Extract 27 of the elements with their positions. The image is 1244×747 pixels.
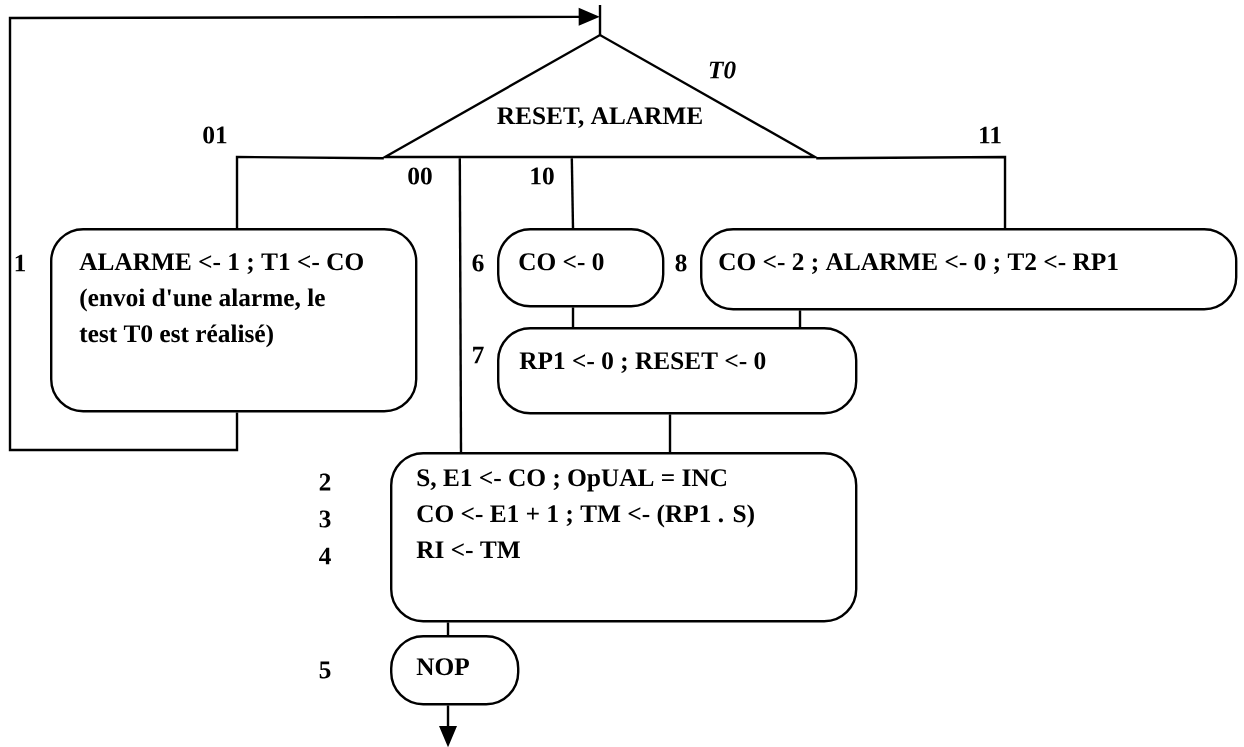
step-number: 5: [319, 661, 331, 679]
connector: [458, 158, 463, 452]
process-box: S, E1 <- CO ; OpUAL = INC CO <- E1 + 1 ; TM <- (RP1 . S) RI <- TM: [390, 452, 858, 623]
connector: [571, 307, 575, 327]
edge-label: 10: [528, 166, 556, 186]
connector: [798, 310, 802, 327]
process-box: ALARME <- 1 ; T1 <- CO (envoi d'une alarme, le test T0 est réalisé): [50, 228, 418, 413]
step-number: 4: [319, 547, 331, 565]
edge-label: 11: [976, 125, 1004, 145]
connector: [446, 622, 450, 635]
process-box: NOP: [390, 635, 520, 706]
process-box: RP1 <- 0 ; RESET <- 0: [497, 327, 858, 415]
step-number: 8: [675, 254, 687, 272]
connector: [235, 155, 384, 228]
edge-label: 00: [406, 166, 434, 186]
step-number: 2: [319, 473, 331, 491]
step-number: 6: [472, 254, 484, 272]
step-number: 7: [473, 346, 484, 364]
condition-label: T0: [709, 61, 736, 79]
step-number: 3: [319, 510, 331, 528]
edge-label: 01: [201, 125, 229, 145]
process-box: CO <- 2 ; ALARME <- 0 ; T2 <- RP1: [700, 228, 1238, 311]
step-number: 1: [15, 254, 26, 272]
connector: [570, 158, 575, 229]
process-box: CO <- 0: [497, 228, 665, 308]
connector: [816, 155, 1007, 228]
connector: [668, 414, 672, 452]
